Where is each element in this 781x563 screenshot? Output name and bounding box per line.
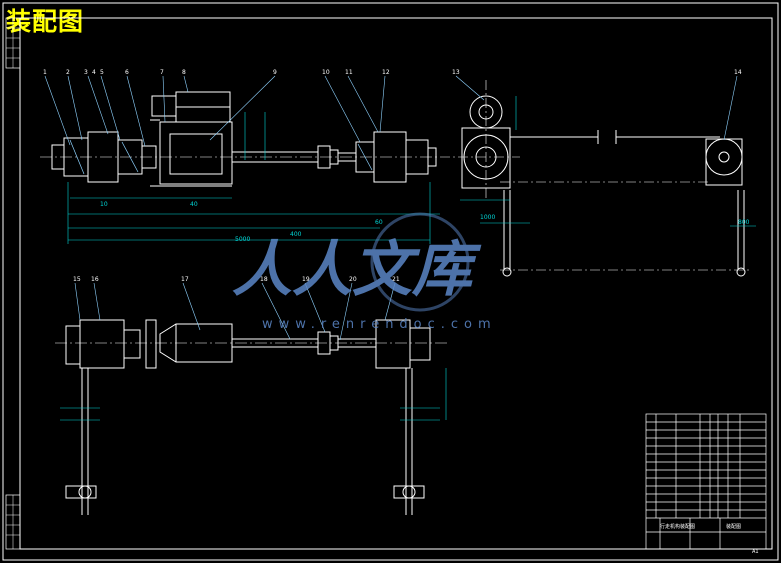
- part-number-label: 3: [84, 69, 88, 76]
- part-number-label: 14: [734, 69, 742, 76]
- part-number-label: 18: [260, 276, 268, 283]
- part-number-label: 6: [125, 69, 129, 76]
- part-number-label: 10: [322, 69, 330, 76]
- title-block-footer: A1: [752, 549, 759, 555]
- part-number-label: 5000: [235, 236, 250, 243]
- bottom-part-labels: 15 16 17 18 19 20 21: [73, 276, 400, 283]
- part-number-label: 21: [392, 276, 400, 283]
- part-number-label: 15: [73, 276, 81, 283]
- part-number-label: 400: [290, 231, 302, 238]
- part-number-label: 11: [345, 69, 353, 76]
- part-number-label: 20: [349, 276, 357, 283]
- drawing-border-inner: [19, 17, 773, 550]
- part-number-label: 10: [100, 201, 108, 208]
- part-number-label: 8: [182, 69, 186, 76]
- watermark: 人人文库 www.renrendoc.com: [232, 212, 497, 332]
- title-block-name: 行走机构装配图: [660, 523, 695, 530]
- part-number-label: 40: [190, 201, 198, 208]
- front-view: [40, 75, 440, 244]
- part-number-label: 4: [92, 69, 96, 76]
- title-block: [645, 413, 767, 550]
- part-number-label: 13: [452, 69, 460, 76]
- part-number-label: 2: [66, 69, 70, 76]
- part-number-label: 17: [181, 276, 189, 283]
- plan-view: [55, 282, 450, 515]
- dimension-labels: 10 40 60 400 5000 1000 800: [100, 201, 750, 243]
- part-number-label: 19: [302, 276, 310, 283]
- part-number-label: 800: [738, 219, 750, 226]
- part-number-label: 12: [382, 69, 390, 76]
- part-number-label: 60: [375, 219, 383, 226]
- side-view: [440, 75, 756, 277]
- part-number-label: 9: [273, 69, 277, 76]
- part-number-label: 1000: [480, 214, 495, 221]
- part-number-label: 16: [91, 276, 99, 283]
- watermark-url: www.renrendoc.com: [262, 317, 497, 332]
- drawing-title: 装配图: [6, 7, 85, 36]
- part-number-label: 7: [160, 69, 164, 76]
- part-number-label: 5: [100, 69, 104, 76]
- part-number-label: 1: [43, 69, 47, 76]
- title-block-note: 装配图: [726, 523, 741, 530]
- watermark-cn: 人人文库: [232, 235, 482, 305]
